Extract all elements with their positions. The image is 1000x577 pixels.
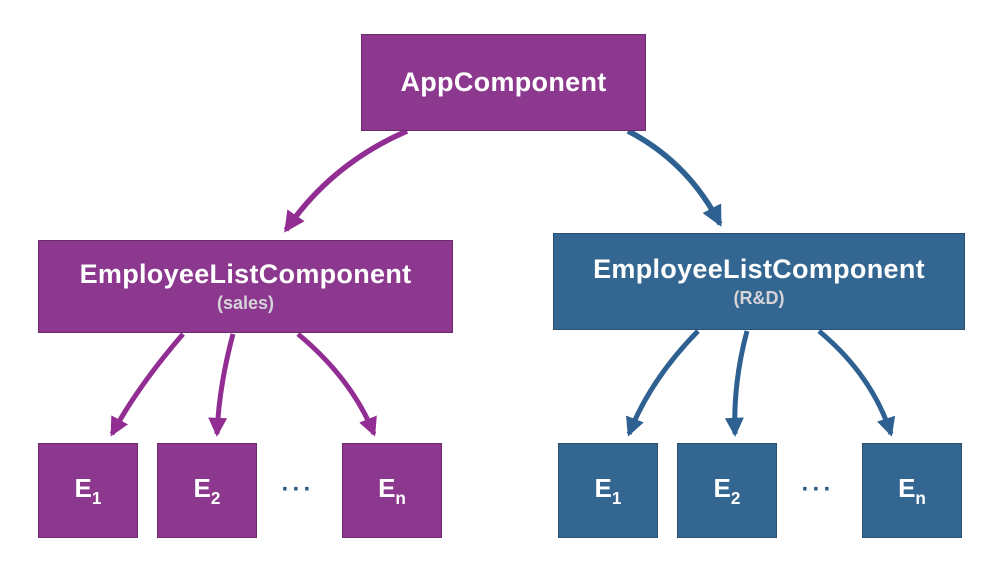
node-rd-e1: E1 — [558, 443, 658, 538]
edge-app-to-sales-list — [283, 128, 409, 233]
node-sublabel: (R&D) — [733, 287, 785, 308]
employee-label: E1 — [594, 472, 622, 509]
employee-label: En — [898, 472, 926, 509]
node-label: AppComponent — [400, 66, 607, 97]
node-rd-en: En — [862, 443, 962, 538]
node-rd-e2: E2 — [677, 443, 777, 538]
employee-label: E2 — [193, 472, 221, 509]
employee-label: En — [378, 472, 406, 509]
node-label: EmployeeListComponent — [593, 254, 925, 285]
node-employee-list-sales: EmployeeListComponent (sales) — [38, 240, 453, 333]
node-sales-e1: E1 — [38, 443, 138, 538]
ellipsis-sales: ··· — [281, 476, 315, 503]
ellipsis-rd: ··· — [801, 476, 835, 503]
edge-sales-to-e1 — [109, 332, 185, 437]
node-sales-en: En — [342, 443, 442, 538]
node-label: EmployeeListComponent — [79, 259, 412, 290]
node-sales-e2: E2 — [157, 443, 257, 538]
employee-label: E1 — [74, 472, 102, 509]
edge-rd-to-e1 — [626, 329, 700, 437]
node-sublabel: (sales) — [216, 292, 275, 313]
edge-sales-to-e2 — [208, 333, 236, 437]
node-app-component: AppComponent — [361, 34, 646, 131]
edge-sales-to-en — [296, 332, 377, 437]
edge-rd-to-en — [817, 329, 896, 437]
employee-label: E2 — [713, 472, 741, 509]
node-employee-list-rd: EmployeeListComponent (R&D) — [553, 233, 965, 330]
edge-rd-to-e2 — [724, 330, 750, 437]
edge-app-to-rd-list — [626, 128, 723, 227]
